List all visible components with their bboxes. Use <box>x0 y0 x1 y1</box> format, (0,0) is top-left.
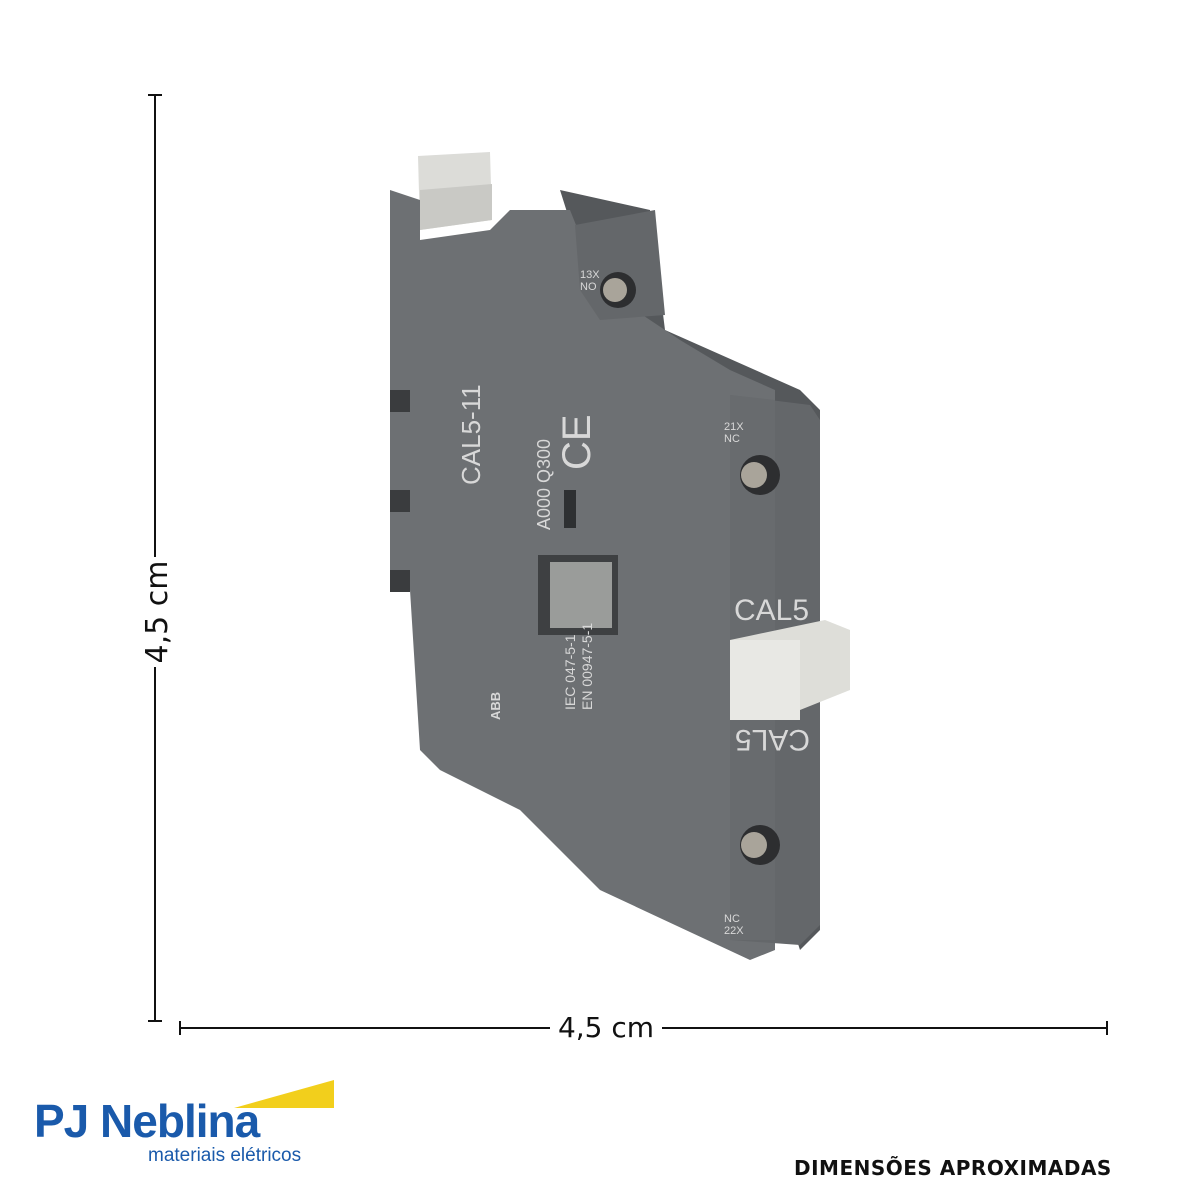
svg-text:ABB: ABB <box>488 692 503 720</box>
svg-text:CAL5: CAL5 <box>735 723 810 756</box>
height-dimension-cap-bottom <box>148 1020 162 1022</box>
product-image-auxiliary-contact: CAL5-11 A000 Q300 CE IEC 047-5-1 EN 0094… <box>380 150 860 990</box>
svg-text:NC: NC <box>724 433 740 445</box>
pj-neblina-logo: PJ Neblina materiais elétricos <box>34 1078 334 1168</box>
svg-text:22X: 22X <box>724 925 744 937</box>
width-dimension-label: 4,5 cm <box>550 1011 662 1045</box>
svg-text:NC: NC <box>724 913 740 925</box>
svg-text:CE: CE <box>555 414 599 470</box>
svg-text:13X: 13X <box>580 269 600 281</box>
approximate-dimensions-note: DIMENSÕES APROXIMADAS <box>794 1156 1112 1180</box>
brand-tagline: materiais elétricos <box>148 1145 302 1166</box>
svg-text:21X: 21X <box>724 421 744 433</box>
height-dimension-label: 4,5 cm <box>140 557 175 667</box>
svg-text:EN 00947-5-1: EN 00947-5-1 <box>579 623 595 710</box>
svg-text:IEC 047-5-1: IEC 047-5-1 <box>562 634 578 710</box>
svg-text:CAL5-11: CAL5-11 <box>456 384 486 485</box>
svg-text:A000 Q300: A000 Q300 <box>534 439 554 530</box>
brand-name: PJ Neblina <box>34 1095 260 1147</box>
svg-text:CAL5: CAL5 <box>734 594 809 627</box>
svg-text:NO: NO <box>580 281 597 293</box>
width-dimension-cap-right <box>1106 1021 1108 1035</box>
logo-swoosh-icon <box>234 1080 334 1108</box>
